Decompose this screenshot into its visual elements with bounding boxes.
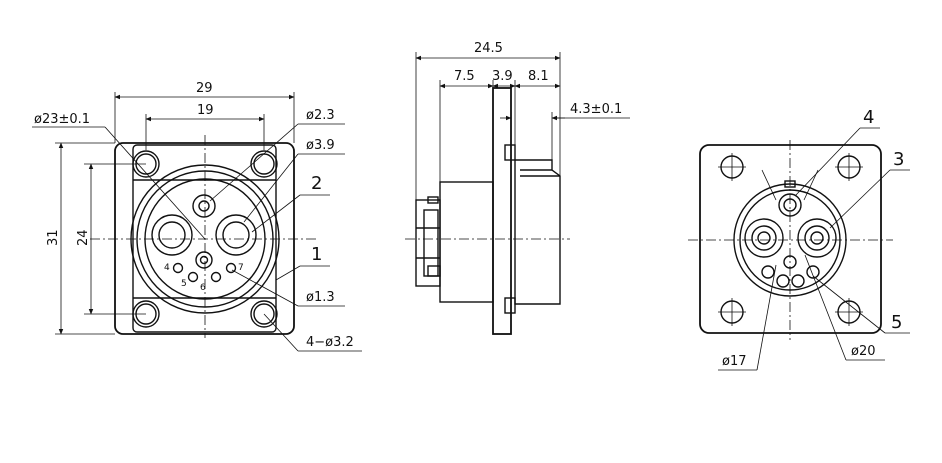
front-view: 4 5 6 7 29 19 31 24 ø23±0.1 ø2.3: [32, 81, 362, 352]
mount-holes: [132, 150, 278, 328]
signal-contact-center-inner: [199, 255, 209, 265]
side-flange: [492, 87, 512, 335]
side-front-housing: [514, 159, 561, 305]
pin-label-4: 4: [164, 263, 170, 273]
leader-dia2.3: [209, 123, 299, 202]
dim-31-label: 31: [46, 229, 61, 246]
dim-24.5-label: 24.5: [474, 41, 503, 56]
callout-4-label: 4: [863, 107, 874, 128]
side-clip-top: [427, 196, 439, 204]
rear-diag-line-right: [803, 169, 819, 201]
rear-power-left: [744, 218, 784, 258]
side-flange-lip-bottom: [504, 297, 516, 314]
signal-contact-7: [225, 262, 237, 274]
dim-dia2.3-label: ø2.3: [306, 108, 335, 123]
mount-hole-tr: [250, 150, 278, 178]
pin-label-7: 7: [238, 263, 244, 273]
mount-hole-br-inner: [253, 303, 275, 325]
dim-24-label: 24: [76, 229, 91, 246]
center-pin-inner: [198, 200, 210, 212]
leader-dia3.9: [243, 153, 299, 223]
dim-dia1.3-label: ø1.3: [306, 290, 335, 305]
signal-contact-5: [187, 271, 199, 283]
rear-hole-crosses: [718, 153, 863, 326]
rear-signal-3: [776, 274, 790, 288]
leader-dia17: [756, 264, 777, 371]
pin-label-5: 5: [181, 279, 187, 289]
rear-signal-2: [761, 265, 775, 279]
callout-2-leader: [251, 194, 301, 233]
callout-3-leader: [829, 169, 891, 229]
dim-dia3.9-label: ø3.9: [306, 138, 335, 153]
power-contact-left: [151, 214, 193, 256]
rear-power-right: [797, 218, 837, 258]
center-pin-outer: [192, 194, 216, 218]
rear-power-right-inner: [804, 225, 830, 251]
callout-5-label: 5: [891, 312, 902, 333]
rear-mount-holes: [718, 153, 863, 326]
front-body: [132, 144, 277, 333]
power-contact-left-inner: [158, 221, 186, 249]
signal-contact-6: [210, 271, 222, 283]
callout-2-label: 2: [311, 173, 322, 194]
rear-flange: [699, 144, 882, 334]
rear-power-left-inner: [751, 225, 777, 251]
dim-dia3.2-label: 4−ø3.2: [306, 335, 354, 350]
side-view: 24.5 7.5 3.9 8.1 4.3±0.1: [405, 41, 630, 335]
signal-contact-center: [195, 251, 213, 269]
callout-5-leader: [812, 275, 886, 334]
leader-dia20: [804, 254, 847, 361]
dim-3.9-label: 3.9: [492, 69, 513, 84]
rear-view: 4 3 5 ø17 ø20: [688, 107, 910, 371]
dim-29-label: 29: [196, 81, 213, 96]
leader-dia3.2: [263, 313, 299, 352]
callout-1-leader: [275, 265, 301, 281]
dim-8.1-label: 8.1: [528, 69, 549, 84]
dim-dia23-label: ø23±0.1: [34, 112, 90, 127]
pin-label-6: 6: [200, 283, 206, 293]
dim-7.5-label: 7.5: [454, 69, 475, 84]
dim-dia17-label: ø17: [722, 354, 747, 369]
mount-hole-br: [250, 300, 278, 328]
power-contact-right-inner: [222, 221, 250, 249]
rear-signal-4: [791, 274, 805, 288]
mount-hole-tr-inner: [253, 153, 275, 175]
leader-dia1.3: [231, 269, 299, 307]
dim-19-label: 19: [197, 103, 214, 118]
signal-contact-4: [172, 262, 184, 274]
callout-1-label: 1: [311, 244, 322, 265]
rear-power-left-core: [757, 231, 771, 245]
leader-dia23: [104, 126, 206, 240]
front-flange: [114, 142, 295, 335]
side-flange-lip-top: [504, 144, 516, 161]
callout-4-leader: [794, 127, 861, 197]
rear-diag-line-left: [761, 169, 777, 201]
rear-power-right-core: [810, 231, 824, 245]
power-contact-right: [215, 214, 257, 256]
side-main-body: [439, 181, 494, 303]
dim-4.3-label: 4.3±0.1: [570, 102, 622, 117]
rear-signal-5: [806, 265, 820, 279]
dim-dia20-label: ø20: [851, 344, 876, 359]
callout-3-label: 3: [893, 149, 904, 170]
